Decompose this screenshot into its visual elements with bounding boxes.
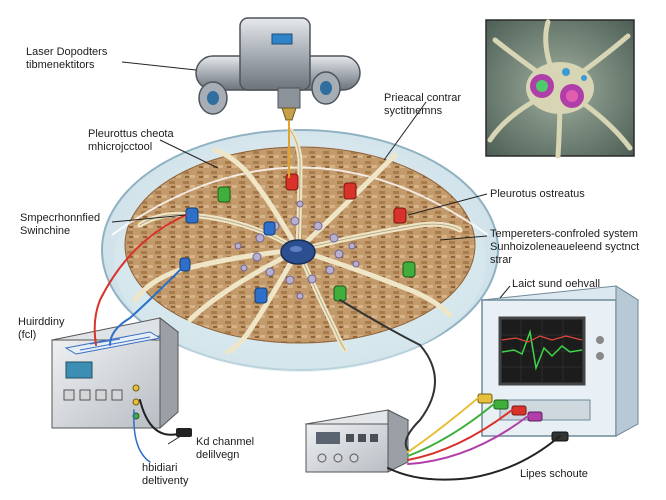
label-pleurotus-micro-line-2: mhicrojcctool — [88, 141, 153, 153]
probe-blue-far-left — [179, 257, 191, 272]
label-prieacal-contrar: Prieacal contrar syctitnemns — [384, 92, 461, 118]
probe-blue-bottom — [254, 287, 268, 304]
probe-green-left — [217, 186, 231, 203]
electrode-ring — [234, 200, 360, 300]
label-prieacal-line-2: syctitnemns — [384, 105, 443, 117]
label-temperature-line-2: Sunhoizoleneaueleend syctnct — [490, 241, 640, 253]
label-temperature-line-1: Tempereters-confroled system — [490, 228, 638, 240]
label-humidity-line-2: (fcl) — [18, 329, 37, 341]
label-pleurotus-ostreatus: Pleurotus ostreatus — [490, 188, 585, 201]
label-light-channel-line-1: Laict sund oehvall — [512, 278, 601, 290]
label-light-channel: Laict sund oehvall — [512, 278, 600, 291]
cables — [93, 214, 561, 481]
probe-blue-left — [185, 207, 199, 224]
label-laser-line-2: tibmenektitors — [26, 59, 95, 71]
leader-lines — [111, 61, 511, 445]
label-lipes-line-1: Lipes schoute — [520, 468, 588, 480]
label-temperature-system: Tempereters-confroled system Sunhoizolen… — [490, 228, 639, 267]
label-lipes-schoute: Lipes schoute — [520, 468, 588, 481]
central-hub — [280, 239, 316, 265]
probe-green-bottom — [333, 285, 347, 302]
label-humidity-line-1: Huirddiny — [18, 316, 65, 328]
label-prieacal-line-1: Prieacal contrar — [384, 92, 462, 104]
label-synchronized-line-1: Smpecrhonnfied — [20, 212, 101, 224]
signal-amplifier — [304, 409, 410, 473]
label-laser-dopodters: Laser Dopodters tibmenektitors — [26, 46, 107, 72]
label-k-channel-line-1: Kd chanmel — [196, 436, 255, 448]
label-k-channel: Kd chanmel delilvegn — [196, 436, 254, 462]
label-pleurotus-ostreatus-line-1: Pleurotus ostreatus — [490, 188, 585, 200]
label-hbidiari: hbidiari deltiventy — [142, 462, 188, 488]
label-laser-line-1: Laser Dopodters — [26, 46, 108, 58]
label-pleurotus-microelectrode: Pleurottus cheota mhicrojcctool — [88, 128, 174, 154]
probe-red-top — [285, 173, 299, 191]
label-synchronized-switching: Smpecrhonnfied Swinchine — [20, 212, 100, 238]
label-temperature-line-3: strar — [490, 254, 512, 266]
label-synchronized-line-2: Swinchine — [20, 225, 71, 237]
probe-blue-mid — [263, 221, 276, 236]
cell-inset — [485, 19, 635, 159]
laser-device — [195, 17, 361, 121]
environmental-chamber — [480, 285, 640, 437]
probe-green-right — [402, 261, 416, 278]
cable-plug — [176, 428, 192, 437]
label-hbidiari-line-2: deltiventy — [142, 475, 189, 487]
probe-red-far-right — [393, 207, 407, 224]
label-k-channel-line-2: delilvegn — [196, 449, 240, 461]
label-humidity: Huirddiny (fcl) — [18, 316, 64, 342]
probe-red-right — [343, 182, 357, 200]
humidity-controller — [50, 316, 180, 430]
label-pleurotus-micro-line-1: Pleurottus cheota — [88, 128, 174, 140]
label-hbidiari-line-1: hbidiari — [142, 462, 178, 474]
